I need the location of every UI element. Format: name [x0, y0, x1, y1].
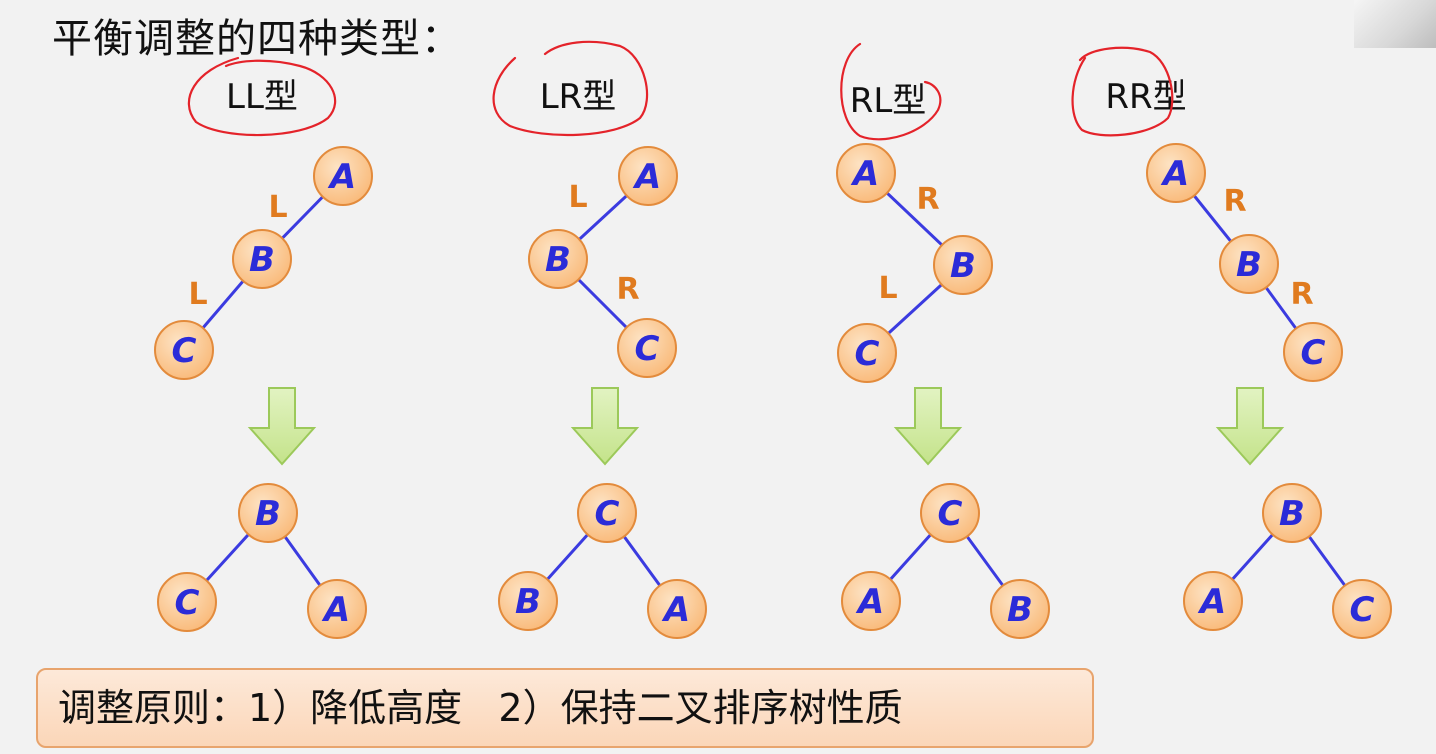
rotation-type-lr: LR型 L R A B C C B A: [492, 40, 707, 639]
principle-box: 调整原则：1）降低高度 2）保持二叉排序树性质: [36, 668, 1094, 748]
node-letter: C: [1301, 333, 1326, 373]
before-node-b: [933, 235, 993, 295]
down-arrow-icon: [570, 387, 640, 466]
type-label: LL型: [226, 77, 298, 117]
edge-label: R: [1290, 277, 1313, 312]
edge-label: L: [188, 277, 207, 312]
after-node-c: [157, 572, 217, 632]
edge-label: R: [1223, 184, 1246, 219]
after-node-b: [498, 571, 558, 631]
node-letter: C: [855, 334, 880, 374]
node-letter: B: [950, 246, 976, 286]
node-letter: B: [515, 582, 541, 622]
node-letter: A: [327, 157, 356, 197]
after-node-c: [920, 483, 980, 543]
node-letter: B: [1007, 590, 1033, 630]
edge-label: L: [268, 190, 287, 225]
ink-annotation-circle: [187, 56, 337, 137]
type-label: RL型: [850, 81, 927, 121]
node-letter: C: [635, 329, 660, 369]
node-letter: C: [1350, 590, 1375, 630]
node-letter: B: [255, 494, 281, 534]
after-node-c: [577, 483, 637, 543]
webcam-overlay: [1354, 0, 1436, 48]
rotation-type-rl: RL型 R L A B C C A B: [836, 42, 1050, 639]
page-title: 平衡调整的四种类型：: [52, 16, 462, 62]
ink-annotation-circle: [840, 42, 942, 141]
before-node-a: [618, 146, 678, 206]
ink-annotation-circle: [1071, 46, 1174, 137]
before-node-c: [837, 323, 897, 383]
before-node-a: [1146, 143, 1206, 203]
node-letter: A: [850, 154, 879, 194]
node-letter: A: [1197, 582, 1226, 622]
edge-label: R: [916, 182, 939, 217]
rotation-type-ll: LL型 L L A B C B C A: [154, 56, 373, 639]
node-letter: B: [545, 240, 571, 280]
after-node-a: [307, 579, 367, 639]
down-arrow-icon: [247, 387, 317, 466]
type-label: RR型: [1105, 77, 1186, 117]
before-node-a: [313, 146, 373, 206]
node-letter: A: [855, 582, 884, 622]
before-node-b: [528, 229, 588, 289]
type-label: LR型: [540, 77, 617, 117]
edge-label: R: [616, 272, 639, 307]
node-letter: C: [938, 494, 963, 534]
before-node-c: [1283, 322, 1343, 382]
down-arrow-icon: [893, 387, 963, 466]
node-letter: A: [1160, 154, 1189, 194]
node-letter: B: [1279, 494, 1305, 534]
edge-label: L: [568, 180, 587, 215]
after-node-a: [841, 571, 901, 631]
before-node-c: [617, 318, 677, 378]
after-node-a: [647, 579, 707, 639]
edge-label: L: [878, 271, 897, 306]
node-letter: B: [1236, 245, 1262, 285]
before-node-b: [1219, 234, 1279, 294]
node-letter: C: [175, 583, 200, 623]
ink-annotation-circle: [492, 40, 649, 137]
after-node-b: [990, 579, 1050, 639]
before-node-c: [154, 320, 214, 380]
node-letter: A: [632, 157, 661, 197]
down-arrow-icon: [1215, 387, 1285, 466]
before-node-b: [232, 229, 292, 289]
node-letter: A: [661, 590, 690, 630]
after-node-a: [1183, 571, 1243, 631]
after-node-c: [1332, 579, 1392, 639]
after-node-b: [238, 483, 298, 543]
node-letter: A: [321, 590, 350, 630]
node-letter: C: [172, 331, 197, 371]
node-letter: B: [249, 240, 275, 280]
node-letter: C: [595, 494, 620, 534]
after-node-b: [1262, 483, 1322, 543]
before-node-a: [836, 143, 896, 203]
